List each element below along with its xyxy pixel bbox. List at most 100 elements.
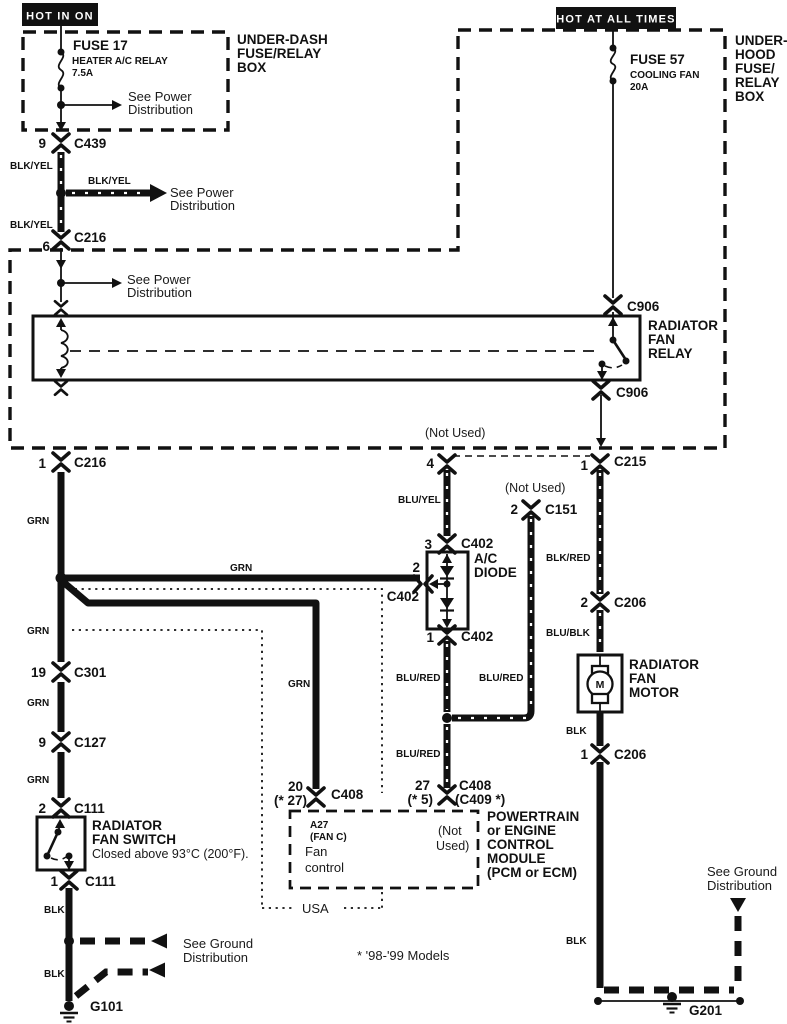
fuse57-circuit: [609, 29, 617, 298]
c215-pin4: 4: [426, 456, 434, 471]
c408-fan-pin-alt: (* 27): [274, 793, 307, 808]
down-arrow-icon: [64, 861, 74, 870]
motor-symbol-letter: M: [596, 679, 605, 691]
ac-diode-box: [425, 550, 470, 631]
c402-left-name: C402: [387, 589, 419, 604]
wire-label-grn-5: GRN: [27, 775, 49, 786]
wire-label-blk-1: BLK: [44, 905, 65, 916]
diode-title-2: DIODE: [474, 565, 517, 580]
down-arrow-icon: [56, 260, 66, 269]
connector-icon-c216-1: [51, 451, 71, 473]
wire-label-blu-red-1: BLU/RED: [396, 673, 440, 684]
junction-dot-blk: [64, 936, 74, 946]
c402-bottom-pin: 1: [426, 630, 434, 645]
g201-dot: [667, 992, 677, 1002]
c206-bottom-name: C206: [614, 747, 647, 762]
fuse17-element: [57, 51, 65, 89]
diode-icon: [440, 598, 454, 609]
connector-icon-c439: [51, 132, 71, 154]
c216-top-pin: 6: [42, 239, 50, 254]
see-power-2b: Distribution: [170, 198, 235, 213]
c111-top-pin: 2: [38, 801, 46, 816]
not-used-c151: (Not Used): [505, 481, 565, 495]
fuse57-name: FUSE 57: [630, 52, 685, 67]
right-arrow-icon: [150, 184, 167, 202]
wire-label-grn-branch: GRN: [288, 679, 310, 690]
hot-at-all-times-label: HOT AT ALL TIMES: [556, 14, 675, 26]
hot-in-on-label: HOT IN ON: [26, 11, 94, 23]
relay-title-3: RELAY: [648, 346, 693, 361]
ground-bus-dot-right: [736, 997, 744, 1005]
relay-contact-dashed-link: [604, 364, 623, 369]
pcm-title-2: or ENGINE: [487, 823, 556, 838]
right-arrow-icon: [112, 100, 122, 110]
fan-control-name-2: control: [305, 860, 344, 875]
c402-top-pin: 3: [424, 537, 432, 552]
connector-icon-c402-3: [437, 533, 457, 555]
under-hood-fuse-box-outline: [8, 28, 727, 450]
connector-icon-c206-2: [590, 591, 610, 613]
under-hood-title-4: RELAY: [735, 75, 780, 90]
c906-top-name: C906: [627, 299, 660, 314]
see-ground-1a: See Ground: [183, 936, 253, 951]
fan-switch-subtitle: Closed above 93°C (200°F).: [92, 847, 249, 861]
g101-ground-group: [60, 888, 167, 1023]
c215-pin1: 1: [580, 458, 588, 473]
under-hood-title-5: BOX: [735, 89, 764, 104]
connector-icon-c408-20: [306, 786, 326, 808]
pcm-title-4: MODULE: [487, 851, 546, 866]
fuse17-dot-bottom: [57, 84, 65, 92]
wire-label-blk-2: BLK: [44, 969, 65, 980]
junction-dot-blk-yel: [56, 188, 66, 198]
fuse17-desc: HEATER A/C RELAY: [72, 56, 168, 67]
c408-fan-name: C408: [331, 787, 364, 802]
c408-pcm-name-alt: (C409 *): [455, 792, 505, 807]
c439-name: C439: [74, 136, 106, 151]
motor-title-1: RADIATOR: [629, 657, 699, 672]
diode-icon: [440, 566, 454, 577]
c216-mid-name: C216: [74, 455, 107, 470]
relay-feed-circuit: [56, 248, 122, 302]
wire-label-blk-yel-2: BLK/YEL: [88, 176, 131, 187]
motor-title-3: MOTOR: [629, 685, 679, 700]
see-power-1a: See Power: [128, 89, 192, 104]
fan-control-module-box: [288, 809, 480, 890]
relay-contact-dot-right: [622, 357, 630, 365]
motor-terminal-bottom: [590, 692, 610, 705]
see-power-3b: Distribution: [127, 285, 192, 300]
fuse17-name: FUSE 17: [73, 38, 128, 53]
fuse17-rating: 7.5A: [72, 68, 93, 79]
connector-icon-c127: [51, 731, 71, 753]
models-note: * '98-'99 Models: [357, 948, 450, 963]
wire-label-blk-4: BLK: [566, 936, 587, 947]
connector-icon-relay-top: [53, 299, 69, 317]
down-arrow-icon: [56, 369, 66, 378]
connector-icon-c906-top: [603, 294, 623, 316]
c111-bottom-pin: 1: [50, 874, 58, 889]
hot-at-all-times-flag: [556, 7, 676, 29]
under-dash-fuse-box-outline: [21, 30, 230, 132]
c206-bottom-pin: 1: [580, 747, 588, 762]
usa-dotted-line-outer: [68, 588, 383, 793]
up-arrow-icon: [608, 317, 618, 326]
fuse57-rating: 20A: [630, 82, 648, 93]
under-hood-title-3: FUSE/: [735, 61, 775, 76]
fuse17-dot-top: [57, 48, 65, 56]
c408-pcm-name: C408: [459, 778, 492, 793]
connector-icon-c408-27: [437, 784, 457, 806]
ground-bus-dot-left: [594, 997, 602, 1005]
c127-name: C127: [74, 735, 106, 750]
wire-label-grn-4: GRN: [27, 698, 49, 709]
c151-name: C151: [545, 502, 578, 517]
right-arrow-icon: [112, 278, 122, 288]
down-arrow-icon: [730, 898, 746, 912]
c301-name: C301: [74, 665, 107, 680]
c151-pin: 2: [510, 502, 518, 517]
left-arrow-icon: [429, 579, 438, 589]
up-arrow-icon: [56, 318, 66, 327]
c402-top-name: C402: [461, 536, 493, 551]
relay-coil: [60, 329, 69, 369]
wire-label-blk-yel-3: BLK/YEL: [10, 220, 53, 231]
connector-icon-c216-6: [51, 229, 71, 251]
c206-top-pin: 2: [580, 595, 588, 610]
